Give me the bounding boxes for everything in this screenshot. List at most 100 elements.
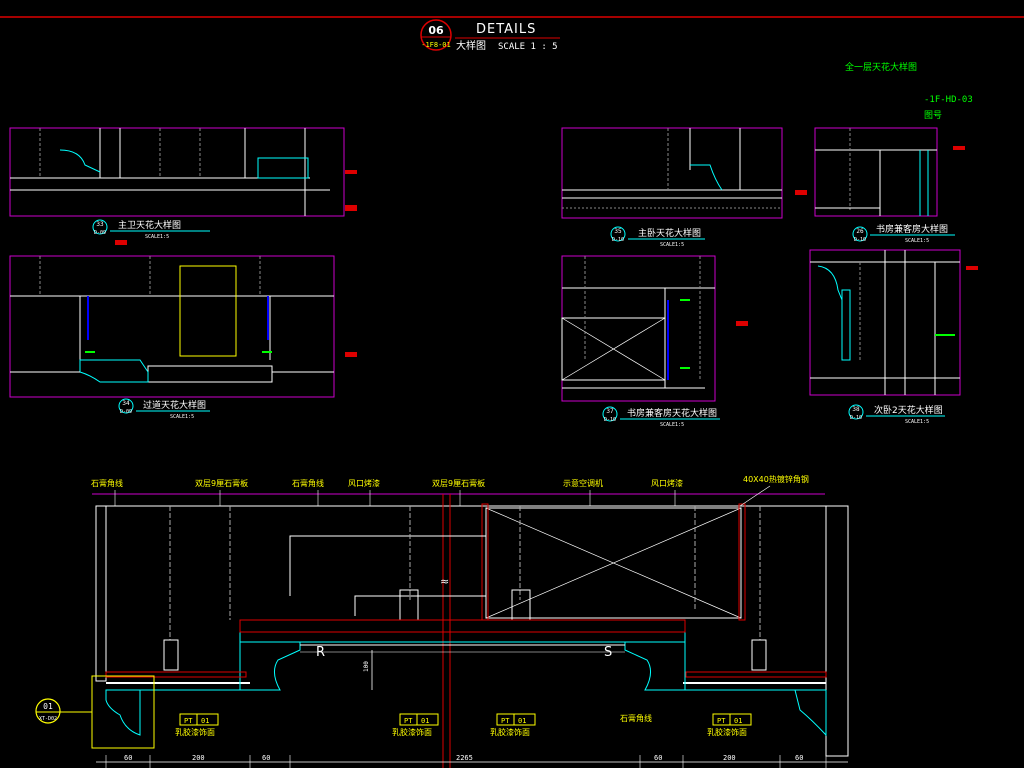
angle-steel bbox=[738, 503, 746, 621]
dimension-value: 60 bbox=[262, 754, 270, 762]
callout-sheet: XT-D02 bbox=[39, 716, 57, 722]
detail-number: 35 bbox=[614, 228, 622, 235]
detail-badge-sheet: -1F8-01 bbox=[421, 41, 451, 49]
trim-strip bbox=[685, 671, 827, 678]
detail-sheet: D-10 bbox=[854, 237, 866, 243]
material-code: PT bbox=[501, 717, 510, 725]
material-number: 01 bbox=[518, 717, 526, 725]
duct bbox=[354, 595, 486, 616]
detail-number-circle bbox=[118, 398, 134, 414]
beam-section bbox=[179, 265, 237, 357]
hanger-rods bbox=[169, 506, 761, 640]
detail-sheet: D-10 bbox=[604, 417, 616, 423]
material-tag bbox=[115, 240, 127, 245]
detail-35: 35 D-10 主卧天花大样图 SCALE1:5 bbox=[561, 127, 807, 248]
stud bbox=[841, 289, 851, 361]
detail-number-circle bbox=[602, 406, 618, 422]
dimension-value: 2265 bbox=[456, 754, 473, 762]
top-labels: 石膏角线 双层9厘石膏板 石膏角线 风口烤漆 双层9厘石膏板 示意空调机 风口烤… bbox=[91, 474, 809, 488]
detail-frame bbox=[561, 127, 783, 219]
cornice-profile bbox=[624, 641, 686, 691]
material-label: 乳胶漆饰面 bbox=[175, 727, 215, 737]
label-double-gypsum: 双层9厘石膏板 bbox=[195, 478, 248, 488]
detail-sheet: D-09 bbox=[120, 409, 132, 415]
cornice-profile bbox=[817, 265, 843, 301]
cornice-profile bbox=[760, 689, 827, 737]
leader-lines bbox=[114, 485, 771, 507]
detail-badge-circle bbox=[420, 19, 452, 51]
ac-unit-cross bbox=[485, 507, 742, 619]
detail-title: 主卫天花大样图 bbox=[118, 219, 181, 231]
sheet-subtitle: 大样图 bbox=[456, 39, 486, 52]
label-angle-steel: 40X40热镀锌角钢 bbox=[743, 474, 809, 484]
ceiling-board bbox=[147, 365, 273, 383]
label-ac-unit: 示意空调机 bbox=[563, 478, 603, 488]
sheet-scale: SCALE 1 : 5 bbox=[498, 42, 558, 52]
cornice-profile bbox=[239, 641, 301, 691]
material-code: PT bbox=[717, 717, 726, 725]
detail-sheet: D-09 bbox=[94, 230, 106, 236]
duct-cross bbox=[561, 317, 666, 381]
hanger-bracket bbox=[399, 589, 419, 621]
material-tag-1: PT 01 乳胶漆饰面 bbox=[175, 713, 219, 737]
dimension-value: 60 bbox=[795, 754, 803, 762]
material-tag-box bbox=[496, 713, 536, 726]
detail-34: 34 D-09 过道天花大样图 SCALE1:5 bbox=[9, 240, 357, 420]
detail-title: 书房兼客房大样图 bbox=[876, 223, 948, 235]
detail-title: 主卧天花大样图 bbox=[638, 227, 701, 239]
material-tag bbox=[966, 266, 978, 270]
detail-38: 38 D-10 次卧2天花大样图 SCALE1:5 bbox=[809, 249, 978, 425]
ceiling-board-raised bbox=[239, 631, 686, 643]
material-tag bbox=[795, 190, 807, 195]
material-tag-2: PT 01 乳胶漆饰面 bbox=[392, 713, 439, 737]
hanger-bracket bbox=[511, 589, 531, 621]
dimension-value: 60 bbox=[654, 754, 662, 762]
material-tag-4: PT 01 乳胶漆饰面 bbox=[707, 713, 752, 737]
dimension-value: 200 bbox=[723, 754, 736, 762]
detail-frame bbox=[814, 127, 938, 217]
mark-s: S bbox=[604, 645, 612, 660]
drawing-ref: -1F-HD-03 bbox=[924, 95, 973, 105]
dimension-chain: 60 200 60 2265 60 200 60 bbox=[96, 754, 848, 768]
ac-unit bbox=[485, 507, 742, 619]
detail-number-circle bbox=[92, 219, 108, 235]
ceiling-frame bbox=[239, 619, 686, 633]
vertical-dimension-value: 100 bbox=[363, 661, 370, 672]
label-plaster-cornice: 石膏角线 bbox=[292, 478, 324, 488]
dimension-values: 60 200 60 2265 60 200 60 bbox=[124, 754, 803, 762]
material-tag-box bbox=[712, 713, 752, 726]
cornice-profile bbox=[690, 164, 723, 191]
detail-number-circle bbox=[848, 404, 864, 420]
detail-sheet: D-10 bbox=[612, 237, 624, 243]
detail-scale: SCALE1:5 bbox=[660, 422, 684, 428]
detail-frame bbox=[9, 255, 335, 398]
detail-37: 37 D-10 书房兼客房天花大样图 SCALE1:5 bbox=[561, 255, 748, 428]
callout-number: 01 bbox=[43, 702, 53, 711]
material-tag-3: PT 01 乳胶漆饰面 bbox=[490, 713, 536, 737]
material-number: 01 bbox=[201, 717, 209, 725]
hanger-bracket bbox=[751, 639, 767, 671]
sheet-header: 06 -1F8-01 DETAILS 大样图 SCALE 1 : 5 全一层天花… bbox=[0, 16, 1024, 121]
detail-scale: SCALE1:5 bbox=[145, 234, 169, 240]
material-tag bbox=[345, 352, 357, 357]
detail-number-circle bbox=[610, 226, 626, 242]
detail-scale: SCALE1:5 bbox=[170, 414, 194, 420]
detail-sheet: D-10 bbox=[850, 415, 862, 421]
dimension-value: 200 bbox=[192, 754, 205, 762]
cornice-profile bbox=[257, 157, 309, 179]
detail-badge-number: 06 bbox=[428, 24, 444, 37]
material-code: PT bbox=[184, 717, 193, 725]
material-tag bbox=[345, 170, 357, 174]
material-label: 乳胶漆饰面 bbox=[392, 727, 432, 737]
material-tag bbox=[736, 321, 748, 326]
mark-r: R bbox=[316, 645, 325, 660]
detail-number: 38 bbox=[852, 406, 860, 413]
cornice-profile bbox=[105, 689, 141, 736]
hanger-bracket bbox=[163, 639, 179, 671]
left-wall bbox=[95, 505, 107, 682]
detail-title: 过道天花大样图 bbox=[143, 399, 206, 411]
section-callout: 01 XT-D02 bbox=[35, 698, 92, 724]
detail-scale: SCALE1:5 bbox=[905, 419, 929, 425]
detail-number-circle bbox=[852, 226, 868, 242]
